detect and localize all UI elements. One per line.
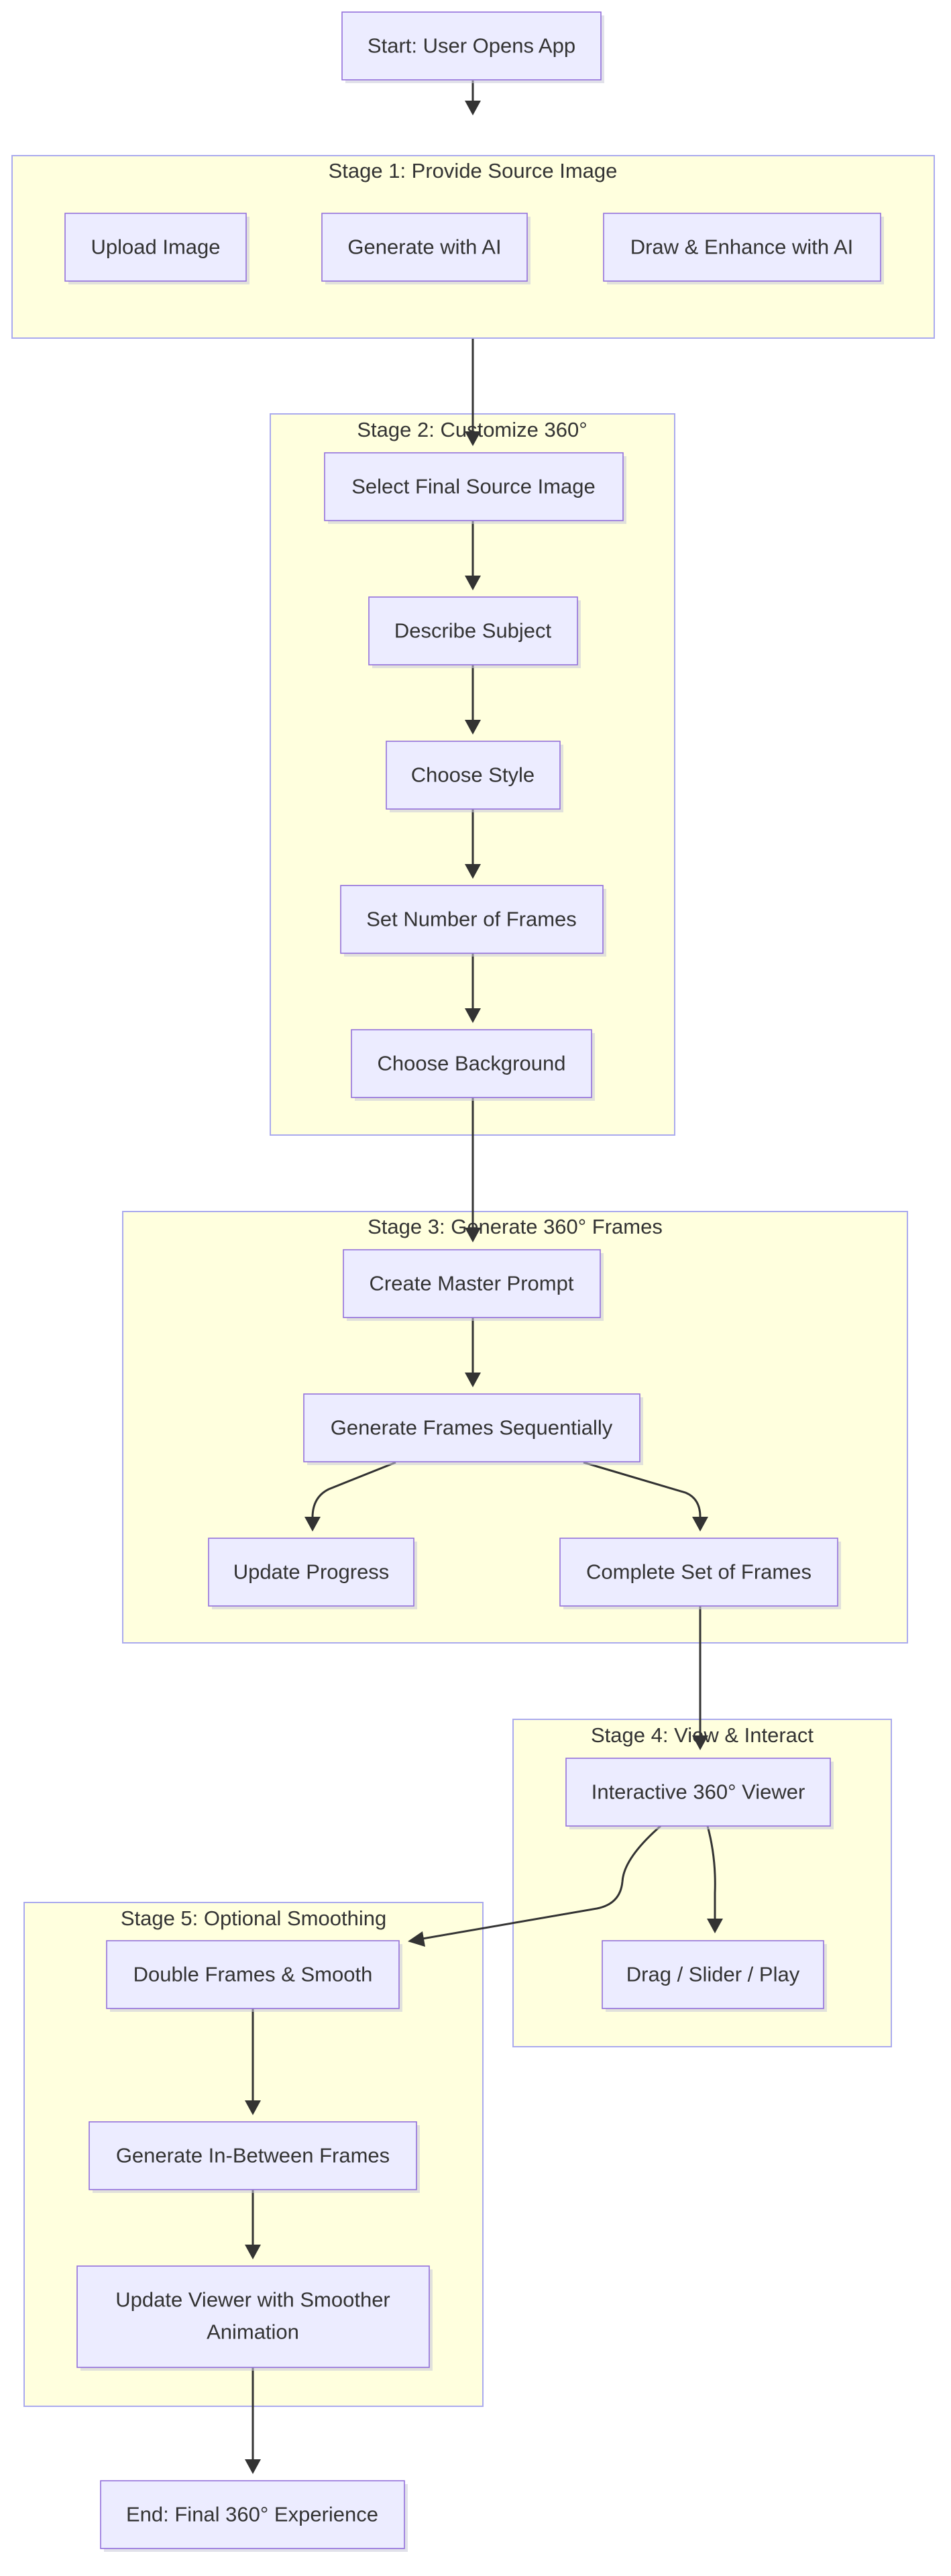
- node-draw-enhance: Draw & Enhance with AI: [603, 213, 884, 284]
- arrowhead: [465, 720, 481, 735]
- node-describe-subject-label: Describe Subject: [394, 619, 552, 643]
- node-complete-frames-label: Complete Set of Frames: [586, 1560, 812, 1584]
- node-generate-with-ai: Generate with AI: [321, 213, 530, 284]
- node-select-source: Select Final Source Image: [324, 452, 626, 524]
- edges: [245, 80, 723, 2474]
- arrowhead: [692, 1735, 708, 1750]
- arrowhead: [465, 431, 481, 446]
- node-master-prompt-label: Create Master Prompt: [370, 1272, 574, 1295]
- arrowhead: [245, 2245, 261, 2259]
- node-double-frames-label: Double Frames & Smooth: [133, 1963, 373, 1986]
- arrowhead: [692, 1517, 708, 1532]
- node-select-source-label: Select Final Source Image: [351, 475, 596, 498]
- node-choose-background-label: Choose Background: [378, 1052, 566, 1075]
- arrowhead: [465, 101, 481, 115]
- node-generate-frames-label: Generate Frames Sequentially: [331, 1416, 613, 1440]
- arrowhead: [465, 1373, 481, 1387]
- node-choose-background: Choose Background: [351, 1029, 595, 1101]
- node-drag-slider: Drag / Slider / Play: [602, 1940, 827, 2012]
- node-update-progress: Update Progress: [208, 1538, 417, 1609]
- arrowhead: [465, 576, 481, 590]
- node-start-label: Start: User Opens App: [368, 34, 575, 58]
- node-in-between-label: Generate In-Between Frames: [116, 2144, 390, 2167]
- node-start: Start: User Opens App: [341, 11, 604, 83]
- node-generate-with-ai-label: Generate with AI: [347, 235, 501, 259]
- arrowhead: [465, 864, 481, 879]
- node-choose-style-label: Choose Style: [411, 763, 535, 787]
- arrowhead: [465, 1228, 481, 1242]
- stage-1-title: Stage 1: Provide Source Image: [329, 159, 618, 182]
- node-viewer-label: Interactive 360° Viewer: [592, 1780, 805, 1804]
- node-choose-style: Choose Style: [386, 741, 563, 812]
- node-draw-enhance-label: Draw & Enhance with AI: [630, 235, 854, 259]
- node-update-viewer-line-1: Update Viewer with Smoother: [115, 2288, 390, 2312]
- arrowhead: [245, 2100, 261, 2115]
- node-drag-slider-label: Drag / Slider / Play: [626, 1963, 800, 1986]
- arrowhead: [707, 1919, 723, 1933]
- arrowhead: [245, 2459, 261, 2474]
- arrowhead: [408, 1931, 425, 1947]
- edge-generate-to-complete: [583, 1461, 702, 1517]
- node-complete-frames: Complete Set of Frames: [559, 1538, 841, 1609]
- node-update-viewer-line-2: Animation: [207, 2320, 299, 2344]
- node-master-prompt: Create Master Prompt: [343, 1249, 604, 1321]
- node-update-viewer: Update Viewer with Smoother Animation: [76, 2265, 433, 2371]
- stage-3-title: Stage 3: Generate 360° Frames: [368, 1215, 663, 1238]
- node-set-frames: Set Number of Frames: [340, 885, 606, 957]
- node-generate-frames: Generate Frames Sequentially: [303, 1393, 643, 1465]
- node-set-frames-label: Set Number of Frames: [366, 908, 577, 931]
- node-double-frames: Double Frames & Smooth: [106, 1940, 402, 2012]
- stage-5-title: Stage 5: Optional Smoothing: [121, 1907, 386, 1930]
- arrowhead: [465, 1008, 481, 1023]
- node-update-progress-label: Update Progress: [233, 1560, 390, 1584]
- node-upload-image-label: Upload Image: [91, 235, 220, 259]
- node-upload-image: Upload Image: [64, 213, 249, 284]
- edge-viewer-to-drag: [706, 1825, 716, 1919]
- node-in-between: Generate In-Between Frames: [89, 2121, 420, 2193]
- node-end: End: Final 360° Experience: [100, 2480, 408, 2552]
- node-viewer: Interactive 360° Viewer: [565, 1758, 834, 1829]
- arrowhead: [304, 1517, 321, 1532]
- node-describe-subject: Describe Subject: [368, 596, 581, 668]
- node-end-label: End: Final 360° Experience: [126, 2503, 378, 2526]
- edge-viewer-to-double-frames: [422, 1825, 661, 1940]
